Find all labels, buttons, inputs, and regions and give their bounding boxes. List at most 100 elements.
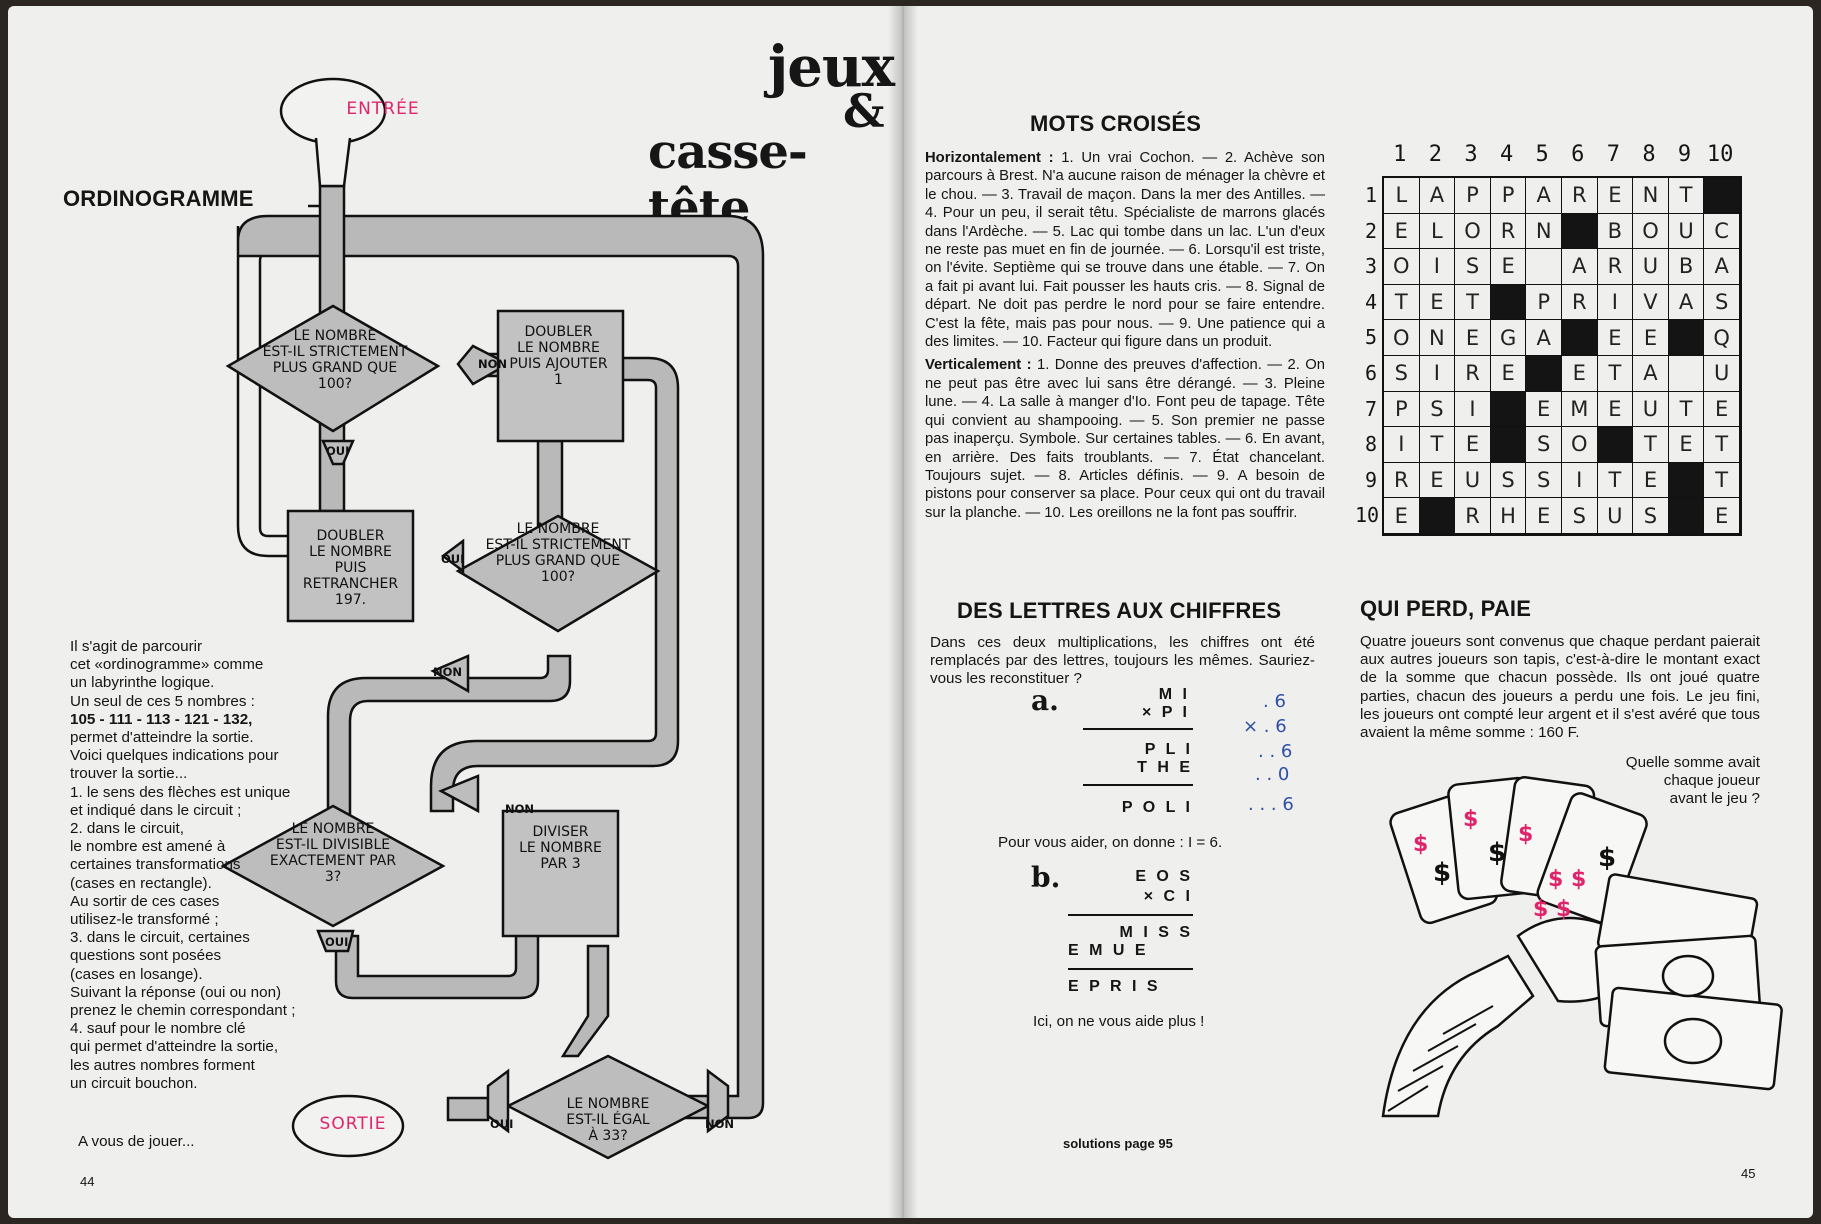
crossword-cell[interactable]: O [1633, 213, 1669, 250]
crossword-cell[interactable]: G [1490, 320, 1527, 356]
puzzle-a-line-3: P L I [1144, 741, 1193, 758]
crossword-cell[interactable]: P [1526, 284, 1562, 321]
crossword-cell[interactable]: O [1561, 427, 1598, 463]
crossword-cell[interactable]: Q [1704, 320, 1740, 356]
crossword-cell[interactable]: I [1419, 249, 1456, 285]
crossword-cell[interactable] [1668, 355, 1705, 392]
crossword-cell[interactable]: I [1384, 427, 1420, 463]
crossword-cell[interactable]: S [1526, 462, 1562, 499]
crossword-cell[interactable]: N [1526, 213, 1562, 250]
svg-text:$: $ [1518, 822, 1533, 847]
crossword-cell[interactable]: U [1633, 249, 1669, 285]
crossword-cell[interactable]: A [1526, 320, 1562, 356]
crossword-cell[interactable]: T [1597, 462, 1634, 499]
crossword-cell[interactable]: S [1419, 391, 1456, 428]
crossword-cell[interactable]: S [1633, 498, 1669, 534]
crossword-cell[interactable]: E [1419, 284, 1456, 321]
qui-perd-question: Quelle somme avait chaque joueur avant l… [1625, 754, 1760, 808]
crossword-cell[interactable]: S [1561, 498, 1598, 534]
crossword-cell[interactable]: A [1526, 178, 1562, 214]
crossword-cell[interactable]: O [1384, 249, 1420, 285]
crossword-cell[interactable]: L [1419, 213, 1456, 250]
crossword-cell[interactable]: E [1455, 320, 1491, 356]
crossword-cell[interactable]: I [1455, 391, 1491, 428]
crossword-cell[interactable]: I [1597, 284, 1634, 321]
crossword-cell[interactable]: R [1490, 213, 1527, 250]
crossword-cell[interactable]: T [1633, 427, 1669, 463]
crossword-cell[interactable]: P [1490, 178, 1527, 214]
crossword-cell[interactable]: A [1668, 284, 1705, 321]
exit-label: SORTIE [319, 1114, 387, 1134]
crossword-cell[interactable]: S [1455, 249, 1491, 285]
crossword-cell[interactable]: A [1633, 355, 1669, 392]
crossword-cell[interactable]: R [1455, 498, 1491, 534]
crossword-cell[interactable]: T [1704, 462, 1740, 499]
crossword-cell[interactable]: A [1704, 249, 1740, 285]
crossword-cell[interactable]: T [1704, 427, 1740, 463]
crossword-cell[interactable]: P [1384, 391, 1420, 428]
crossword-cell[interactable]: R [1561, 178, 1598, 214]
crossword-cell[interactable]: E [1597, 391, 1634, 428]
crossword-cell[interactable]: U [1704, 355, 1740, 392]
crossword-cell[interactable]: E [1704, 498, 1740, 534]
crossword-cell[interactable] [1526, 249, 1562, 285]
crossword-cell[interactable]: A [1419, 178, 1456, 214]
crossword-cell[interactable]: U [1668, 213, 1705, 250]
crossword-cell[interactable]: T [1419, 427, 1456, 463]
ordinogramme-title: ORDINOGRAMME [63, 186, 254, 211]
crossword-cell[interactable]: I [1419, 355, 1456, 392]
crossword-cell[interactable]: I [1561, 462, 1598, 499]
crossword-cell[interactable]: E [1668, 427, 1705, 463]
crossword-cell[interactable]: T [1668, 178, 1705, 214]
solutions-note: solutions page 95 [1063, 1136, 1173, 1151]
crossword-cell[interactable]: R [1384, 462, 1420, 499]
crossword-cell[interactable]: R [1561, 284, 1598, 321]
crossword-cell[interactable]: E [1455, 427, 1491, 463]
crossword-cell[interactable]: T [1384, 284, 1420, 321]
crossword-cell[interactable]: E [1561, 355, 1598, 392]
crossword-cell[interactable]: E [1633, 320, 1669, 356]
crossword-cell[interactable]: U [1597, 498, 1634, 534]
crossword-cell[interactable]: R [1455, 355, 1491, 392]
crossword-cell[interactable]: S [1526, 427, 1562, 463]
crossword-cell[interactable]: O [1384, 320, 1420, 356]
crossword-cell[interactable]: E [1597, 320, 1634, 356]
crossword-cell[interactable]: V [1633, 284, 1669, 321]
crossword-cell[interactable]: E [1490, 249, 1527, 285]
crossword-cell[interactable]: B [1668, 249, 1705, 285]
left-page: jeux & casse-tête ORDINOGRAMME [8, 6, 903, 1218]
crossword-cell[interactable]: E [1526, 498, 1562, 534]
pencil-note-5: . . . 6 [1248, 794, 1294, 815]
crossword-cell[interactable]: S [1384, 355, 1420, 392]
crossword-cell[interactable]: E [1419, 462, 1456, 499]
crossword-cell[interactable]: E [1384, 213, 1420, 250]
crossword-cell[interactable]: E [1526, 391, 1562, 428]
crossword-cell[interactable]: P [1455, 178, 1491, 214]
crossword-cell[interactable]: M [1561, 391, 1598, 428]
crossword-cell[interactable]: N [1633, 178, 1669, 214]
crossword-cell[interactable]: L [1384, 178, 1420, 214]
crossword-cell[interactable]: U [1455, 462, 1491, 499]
crossword-cell[interactable]: T [1668, 391, 1705, 428]
crossword-cell[interactable]: E [1633, 462, 1669, 499]
crossword-cell[interactable]: E [1704, 391, 1740, 428]
crossword-cell[interactable]: C [1704, 213, 1740, 250]
crossword-black-cell [1526, 355, 1562, 392]
crossword-cell[interactable]: N [1419, 320, 1456, 356]
crossword-cell[interactable]: H [1490, 498, 1527, 534]
crossword-cell[interactable]: U [1633, 391, 1669, 428]
crossword-cell[interactable]: B [1597, 213, 1634, 250]
crossword-cell[interactable]: T [1597, 355, 1634, 392]
crossword-cell[interactable]: O [1455, 213, 1491, 250]
crossword-cell[interactable]: S [1490, 462, 1527, 499]
crossword-cell[interactable]: R [1597, 249, 1634, 285]
crossword-cell[interactable]: T [1455, 284, 1491, 321]
crossword-cell[interactable]: E [1597, 178, 1634, 214]
crossword-cell[interactable]: A [1561, 249, 1598, 285]
crossword-cell[interactable]: E [1384, 498, 1420, 534]
crossword-cell[interactable]: E [1490, 355, 1527, 392]
crossword-cell[interactable]: S [1704, 284, 1740, 321]
